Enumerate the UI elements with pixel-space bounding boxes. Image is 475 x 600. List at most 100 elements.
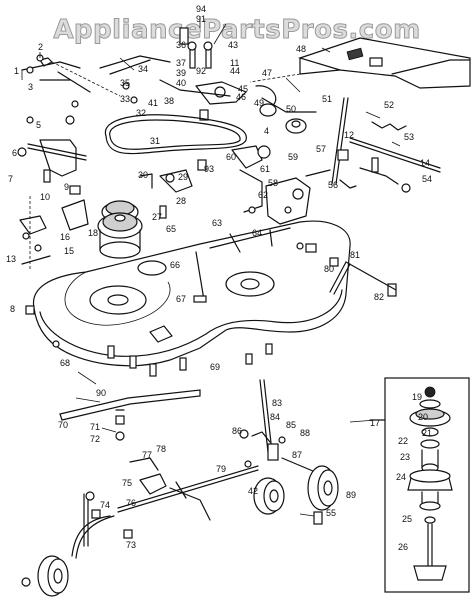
callout-57: 57 [316, 144, 326, 154]
callout-46: 46 [236, 92, 246, 102]
callout-18: 18 [88, 228, 98, 238]
callout-13: 13 [6, 254, 16, 264]
left-mount-brackets [17, 115, 89, 270]
callout-47: 47 [262, 68, 272, 78]
callout-1: 1 [14, 66, 19, 76]
callout-62: 62 [258, 190, 268, 200]
callout-5: 5 [36, 120, 41, 130]
callout-76: 76 [126, 498, 136, 508]
callout-23: 23 [400, 452, 410, 462]
callout-14: 14 [420, 158, 430, 168]
callout-32: 32 [136, 108, 146, 118]
callout-6: 6 [12, 148, 17, 158]
callout-35: 35 [120, 78, 130, 88]
callout-48: 48 [296, 44, 306, 54]
callout-87: 87 [292, 450, 302, 460]
callout-25: 25 [402, 514, 412, 524]
callout-74: 74 [100, 500, 110, 510]
callout-59: 59 [288, 152, 298, 162]
callout-63: 63 [212, 218, 222, 228]
callout-9: 9 [64, 182, 69, 192]
discharge-chute-assembly [249, 37, 471, 89]
callout-29: 29 [178, 172, 188, 182]
callout-53: 53 [404, 132, 414, 142]
gauge-wheel-assembly [21, 379, 339, 597]
leader-lines [21, 16, 401, 517]
callout-83: 83 [272, 398, 282, 408]
lift-linkage-left [21, 54, 171, 108]
callout-41: 41 [148, 98, 158, 108]
callout-34: 34 [138, 64, 148, 74]
callout-3: 3 [28, 82, 33, 92]
callout-22: 22 [398, 436, 408, 446]
adjust-rod-right [305, 121, 441, 193]
callout-84: 84 [270, 412, 280, 422]
callout-73: 73 [126, 540, 136, 550]
callout-8: 8 [10, 304, 15, 314]
mower-deck-housing [32, 220, 351, 367]
callout-33: 33 [120, 94, 130, 104]
spindle-inset [369, 377, 470, 593]
callout-15: 15 [64, 246, 74, 256]
callout-66: 66 [170, 260, 180, 270]
callout-92: 92 [196, 66, 206, 76]
callout-61: 61 [260, 164, 270, 174]
callout-71: 71 [90, 422, 100, 432]
callout-68: 68 [60, 358, 70, 368]
top-pins-bolts [159, 27, 247, 121]
callout-26: 26 [398, 542, 408, 552]
callout-58: 58 [268, 178, 278, 188]
callout-39: 39 [176, 68, 186, 78]
callout-2: 2 [38, 42, 43, 52]
callout-56: 56 [328, 180, 338, 190]
front-stabilizer-rod [305, 243, 397, 297]
callout-72: 72 [90, 434, 100, 444]
callout-89: 89 [346, 490, 356, 500]
callout-12: 12 [344, 130, 354, 140]
callout-21: 21 [422, 428, 432, 438]
callout-60: 60 [226, 152, 236, 162]
callout-70: 70 [58, 420, 68, 430]
callout-52: 52 [384, 100, 394, 110]
deck-bolts [25, 305, 273, 377]
callout-93: 93 [204, 164, 214, 174]
callout-24: 24 [396, 472, 406, 482]
callout-37: 37 [176, 58, 186, 68]
callout-94: 94 [196, 4, 206, 14]
callout-81: 81 [350, 250, 360, 260]
callout-49: 49 [254, 98, 264, 108]
callout-79: 79 [216, 464, 226, 474]
callout-67: 67 [176, 294, 186, 304]
callout-38: 38 [164, 96, 174, 106]
callout-44: 44 [230, 66, 240, 76]
center-brackets [139, 145, 311, 225]
callout-36: 36 [176, 40, 186, 50]
callout-28: 28 [176, 196, 186, 206]
callout-11: 11 [230, 58, 239, 68]
callout-50: 50 [286, 104, 296, 114]
callout-42: 42 [248, 486, 258, 496]
callout-80: 80 [324, 264, 334, 274]
callout-75: 75 [122, 478, 132, 488]
callout-65: 65 [166, 224, 176, 234]
left-spindle-pulley [97, 200, 143, 259]
callout-45: 45 [238, 84, 248, 94]
drive-belt [104, 114, 247, 155]
callout-82: 82 [374, 292, 384, 302]
callout-10: 10 [40, 192, 50, 202]
callout-4: 4 [264, 126, 269, 136]
callout-69: 69 [210, 362, 220, 372]
callout-16: 16 [60, 232, 70, 242]
callout-54: 54 [422, 174, 432, 184]
callout-88: 88 [300, 428, 310, 438]
callout-43: 43 [228, 40, 238, 50]
callout-90: 90 [96, 388, 106, 398]
callout-55: 55 [326, 508, 336, 518]
callout-7: 7 [8, 174, 13, 184]
mower-blade [59, 389, 201, 441]
callout-31: 31 [150, 136, 160, 146]
callout-51: 51 [322, 94, 332, 104]
callout-85: 85 [286, 420, 296, 430]
